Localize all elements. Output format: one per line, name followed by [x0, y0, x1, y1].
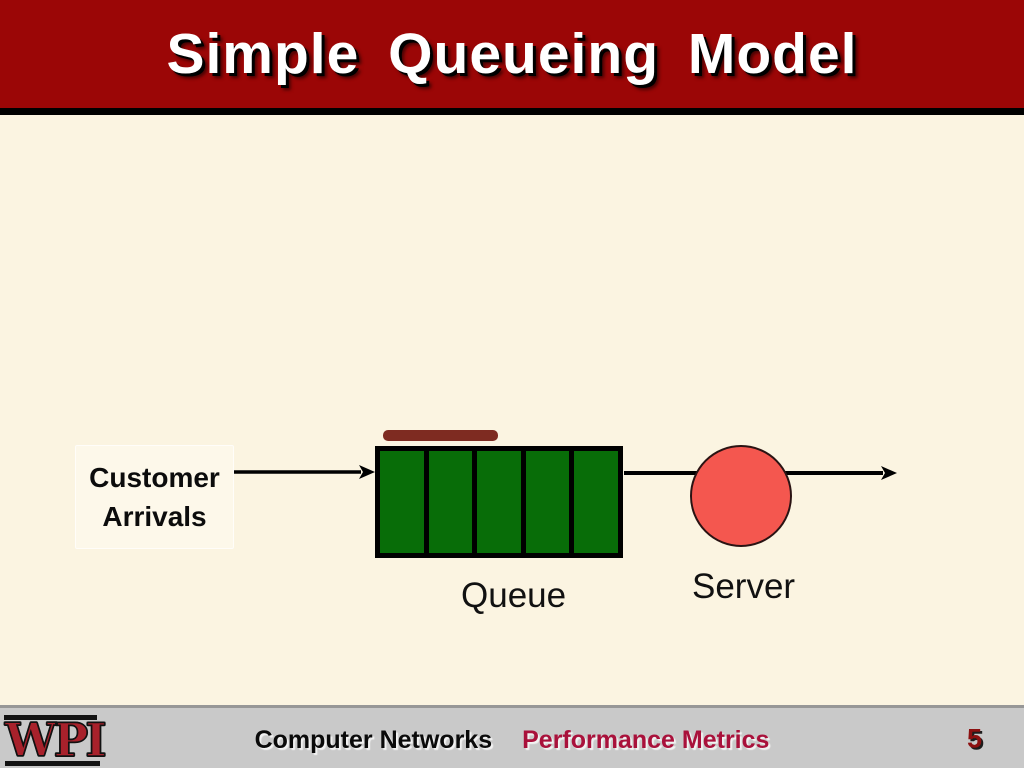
queue — [375, 446, 623, 558]
footer-titles: Computer Networks Performance Metrics — [0, 708, 1024, 768]
wpi-logo-bottom-bar — [5, 761, 100, 766]
slide-title: Simple Queueing Model — [166, 22, 858, 86]
wpi-logo-text: WPI — [4, 713, 107, 767]
queue-cell — [477, 451, 521, 553]
queue-cell — [428, 451, 473, 553]
footer-section-title: Performance Metrics — [522, 725, 770, 754]
queue-label: Queue — [461, 576, 567, 615]
queue-shadow-artifact — [383, 430, 498, 441]
wpi-logo: WPI — [3, 713, 108, 767]
queue-cell — [380, 451, 424, 553]
queue-cell — [525, 451, 570, 553]
diagram-area: Customer Arrivals Queue Server — [0, 115, 1024, 705]
title-banner: Simple Queueing Model — [0, 0, 1024, 108]
title-rule — [0, 108, 1024, 115]
customer-arrivals-label: Customer Arrivals — [75, 445, 234, 549]
footer-course-title: Computer Networks — [254, 725, 493, 754]
wpi-logo-top-bar — [4, 715, 97, 720]
server-label: Server — [692, 567, 796, 606]
footer-bar: WPI Computer Networks Performance Metric… — [0, 705, 1024, 768]
page-number: 5 — [966, 723, 982, 754]
queue-cell — [574, 451, 618, 553]
flow-arrows — [233, 465, 897, 480]
server-circle — [690, 445, 792, 547]
